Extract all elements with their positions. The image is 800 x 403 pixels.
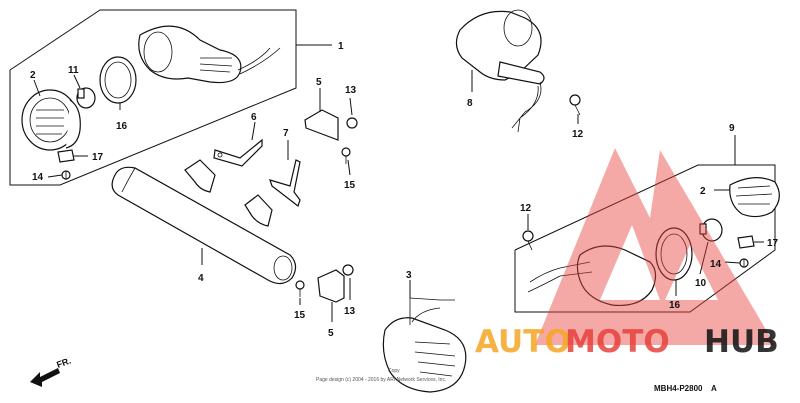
screw-12-right[interactable] <box>522 230 534 251</box>
callout-15-top: 15 <box>344 180 356 191</box>
signal-housing-lower[interactable] <box>382 297 467 393</box>
leaders-left <box>33 44 332 178</box>
watermark-hub: HUB <box>704 324 779 360</box>
right-signal-assembly-box <box>514 135 776 313</box>
callout-5-bottom: 5 <box>328 328 334 339</box>
callout-7: 7 <box>283 128 289 139</box>
signal-stay-bar[interactable] <box>111 159 297 285</box>
clip-right[interactable] <box>737 235 755 249</box>
callout-10: 10 <box>695 278 707 289</box>
callout-9: 9 <box>729 123 735 134</box>
callout-3: 3 <box>406 270 412 281</box>
front-direction-label: FR. <box>55 356 72 370</box>
bolt-15-top[interactable] <box>341 147 351 164</box>
signal-housing-left[interactable] <box>138 25 281 84</box>
bracket-6[interactable] <box>213 138 263 167</box>
screw-12-upper[interactable] <box>569 94 581 116</box>
left-signal-assembly-box <box>9 9 297 186</box>
callout-16: 16 <box>116 121 128 132</box>
bulb-right[interactable] <box>699 218 723 242</box>
callout-6: 6 <box>251 112 257 123</box>
signal-housing-upper-right[interactable] <box>455 9 545 133</box>
callout-5-top: 5 <box>316 77 322 88</box>
callout-17-right: 17 <box>767 238 779 249</box>
callout-12-right: 12 <box>520 203 532 214</box>
bulb-left[interactable] <box>76 87 96 109</box>
bracket-5-top[interactable] <box>304 109 339 141</box>
leaders-right <box>527 189 764 296</box>
gasket-right[interactable] <box>655 227 693 281</box>
diagram-code-suffix: A <box>711 384 717 393</box>
watermark-triangle-icon <box>535 148 775 345</box>
callout-14-right: 14 <box>710 259 722 270</box>
callout-2: 2 <box>30 70 36 81</box>
callout-1: 1 <box>338 41 344 52</box>
copyright-line-2: Page design (c) 2004 - 2016 by ARI Netwo… <box>316 377 446 383</box>
lens-left[interactable] <box>21 89 81 151</box>
bracket-5-bottom[interactable] <box>317 269 345 303</box>
callout-13-top: 13 <box>345 85 357 96</box>
gasket-left[interactable] <box>99 56 137 104</box>
callout-labels: 1 2 11 16 17 14 6 7 5 13 15 4 8 12 9 2 1… <box>30 41 779 339</box>
watermark-moto: MOTO <box>565 324 670 360</box>
diagram-code: MBH4-P2800 <box>654 384 703 393</box>
nut-13-top[interactable] <box>346 117 358 129</box>
screw-left[interactable] <box>61 170 71 180</box>
callout-4: 4 <box>198 273 204 284</box>
callout-11: 11 <box>68 65 79 76</box>
callout-8: 8 <box>467 98 473 109</box>
leaders-middle <box>201 88 353 265</box>
leaders-bottom <box>299 278 411 322</box>
bracket-7[interactable] <box>269 159 301 207</box>
callout-2-right: 2 <box>700 186 706 197</box>
copyright-line-1: Copy <box>388 368 400 374</box>
nut-13-bottom[interactable] <box>342 264 354 276</box>
watermark-auto: AUTO <box>475 324 571 360</box>
front-direction-arrow <box>30 368 60 387</box>
watermark-logo <box>535 148 775 345</box>
callout-14: 14 <box>32 172 44 183</box>
watermark-text: AUTO MOTO HUB <box>475 324 779 360</box>
callout-13-bottom: 13 <box>344 306 356 317</box>
leaders-upper-right <box>471 70 579 124</box>
lens-right[interactable] <box>729 177 780 218</box>
bolt-15-bottom[interactable] <box>295 280 305 297</box>
callout-15-bottom: 15 <box>294 310 306 321</box>
signal-housing-right[interactable] <box>527 245 657 307</box>
clip-left[interactable] <box>57 149 75 163</box>
callout-16-right: 16 <box>669 300 681 311</box>
callout-12-top: 12 <box>572 129 584 140</box>
screw-right[interactable] <box>739 258 749 268</box>
callout-17: 17 <box>92 152 104 163</box>
